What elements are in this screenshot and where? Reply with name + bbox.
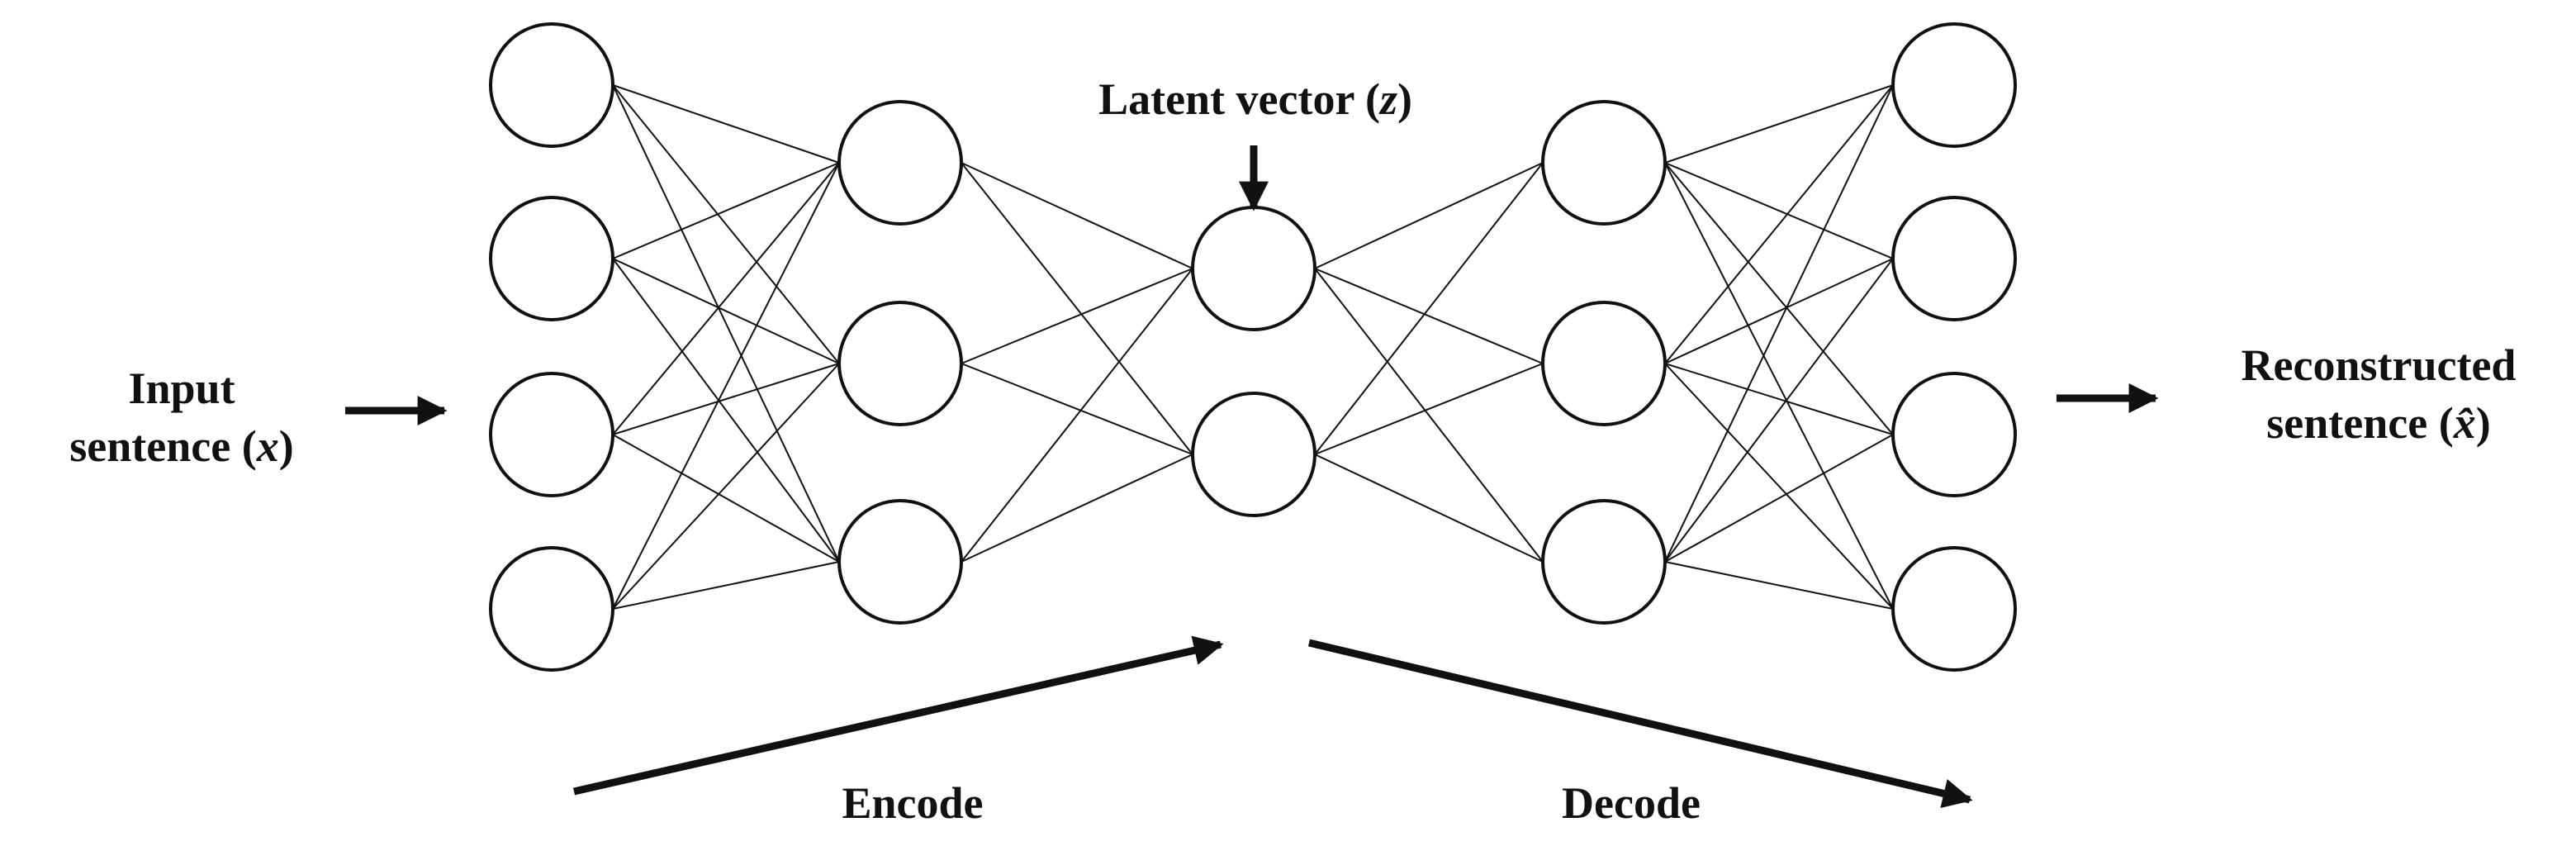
connection-decoder-hidden-2-to-output-1 [1664, 84, 1894, 364]
connection-input-4-to-encoder-hidden-2 [612, 363, 840, 610]
output-node-4 [1891, 546, 2017, 672]
connection-decoder-hidden-2-to-output-4 [1664, 363, 1894, 610]
input-node-1 [489, 22, 614, 148]
connection-decoder-hidden-1-to-output-3 [1664, 162, 1894, 435]
connection-input-2-to-encoder-hidden-2 [612, 258, 840, 364]
connection-input-1-to-encoder-hidden-1 [612, 84, 840, 164]
connection-decoder-hidden-2-to-output-3 [1664, 363, 1894, 435]
connection-encoder-hidden-1-to-latent-2 [961, 162, 1193, 455]
input-node-4 [489, 546, 614, 672]
neurons-group [489, 22, 2017, 672]
connection-encoder-hidden-1-to-latent-1 [961, 162, 1193, 269]
connection-input-4-to-encoder-hidden-1 [612, 162, 840, 610]
connection-decoder-hidden-1-to-output-1 [1664, 84, 1894, 164]
latent-node-1 [1191, 206, 1316, 331]
connections-group [612, 84, 1894, 610]
connection-latent-2-to-decoder-hidden-3 [1314, 454, 1544, 563]
connection-latent-1-to-decoder-hidden-3 [1314, 268, 1544, 563]
connection-encoder-hidden-3-to-latent-2 [961, 454, 1193, 563]
input-label-line1: Input [128, 364, 235, 413]
connection-input-4-to-encoder-hidden-3 [612, 561, 840, 610]
latent-variable: z [1379, 74, 1397, 124]
output-label-line2: sentence (x̂) [2266, 398, 2491, 448]
connection-encoder-hidden-3-to-latent-1 [961, 268, 1193, 563]
connection-input-3-to-encoder-hidden-2 [612, 363, 840, 435]
encoder-hidden-node-1 [837, 100, 963, 226]
encoder-hidden-node-3 [837, 499, 963, 625]
decoder-hidden-node-3 [1541, 499, 1667, 625]
arrows-group [345, 145, 2159, 809]
connection-decoder-hidden-3-to-output-2 [1664, 258, 1894, 563]
encode-arrow [573, 635, 1224, 796]
decode-arrow [1307, 639, 1973, 809]
decode-label: Decode [1562, 778, 1701, 828]
decoder-hidden-node-1 [1541, 100, 1667, 226]
input-node-3 [489, 372, 614, 497]
decoder-hidden-node-2 [1541, 301, 1667, 426]
latent-node-2 [1191, 392, 1316, 517]
output-variable: x̂ [2453, 398, 2476, 448]
connection-decoder-hidden-1-to-output-2 [1664, 162, 1894, 259]
input-variable: x [256, 421, 279, 471]
input-label: Input sentence (x) [58, 359, 306, 475]
connection-decoder-hidden-2-to-output-2 [1664, 258, 1894, 364]
connection-input-2-to-encoder-hidden-1 [612, 162, 840, 259]
output-node-3 [1891, 372, 2017, 497]
connection-latent-1-to-decoder-hidden-2 [1314, 268, 1544, 364]
latent-vector-label: Latent vector (z) [1098, 74, 1412, 124]
output-label-line1: Reconstructed [2241, 340, 2517, 390]
output-node-2 [1891, 196, 2017, 321]
input-label-line2: sentence (x) [69, 421, 294, 471]
connection-input-1-to-encoder-hidden-3 [612, 84, 840, 563]
connection-decoder-hidden-3-to-output-3 [1664, 434, 1894, 563]
connection-encoder-hidden-2-to-latent-2 [961, 363, 1193, 455]
connection-decoder-hidden-3-to-output-4 [1664, 561, 1894, 610]
connection-latent-2-to-decoder-hidden-1 [1314, 162, 1544, 455]
output-node-1 [1891, 22, 2017, 148]
connection-input-1-to-encoder-hidden-2 [612, 84, 840, 364]
encoder-hidden-node-2 [837, 301, 963, 426]
connection-input-2-to-encoder-hidden-3 [612, 258, 840, 563]
connection-encoder-hidden-2-to-latent-1 [961, 268, 1193, 364]
connection-latent-1-to-decoder-hidden-1 [1314, 162, 1544, 269]
input-node-2 [489, 196, 614, 321]
connection-input-3-to-encoder-hidden-3 [612, 434, 840, 563]
connection-latent-2-to-decoder-hidden-2 [1314, 363, 1544, 455]
encode-label: Encode [842, 778, 984, 828]
connection-input-3-to-encoder-hidden-1 [612, 162, 840, 435]
connection-decoder-hidden-1-to-output-4 [1664, 162, 1894, 610]
output-label: Reconstructed sentence (x̂) [2197, 336, 2560, 452]
connection-decoder-hidden-3-to-output-1 [1664, 84, 1894, 563]
